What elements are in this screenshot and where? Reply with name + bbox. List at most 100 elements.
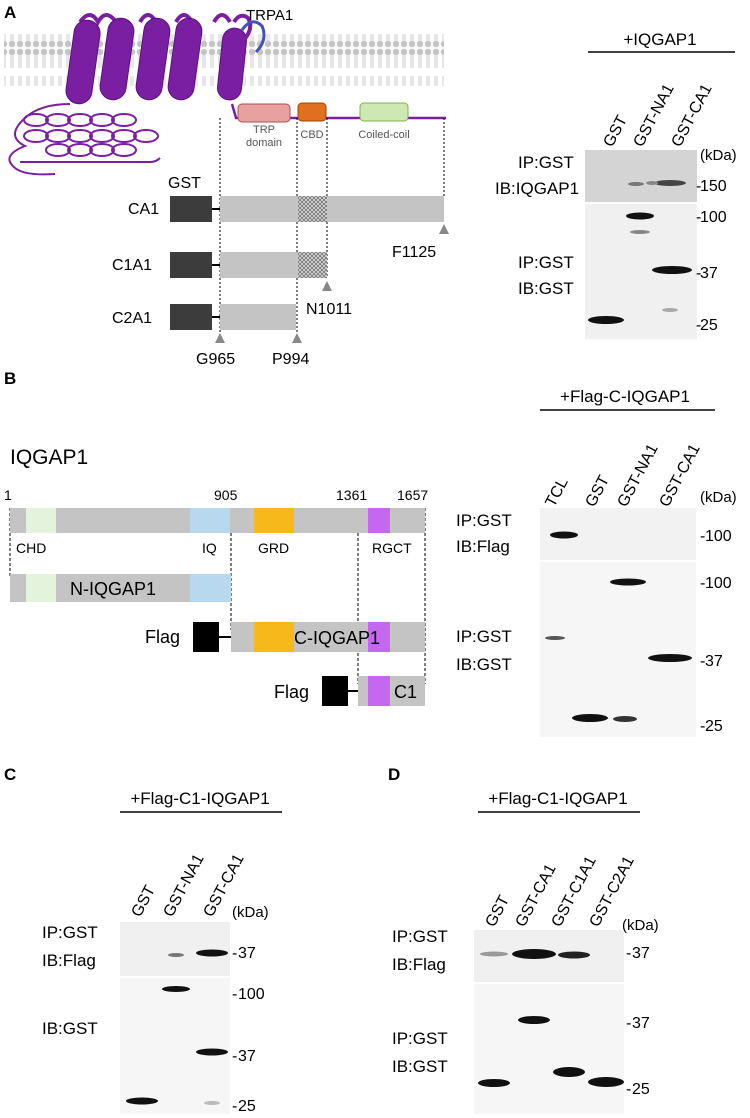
coiled-coil-box bbox=[359, 102, 409, 122]
flag-tag-c1 bbox=[322, 676, 348, 706]
ca1-tail-segment bbox=[327, 196, 444, 222]
blot-c-top-membrane bbox=[120, 922, 230, 976]
flag-tag-c bbox=[193, 622, 219, 652]
svg-text:-: - bbox=[232, 986, 237, 1003]
band bbox=[168, 953, 184, 957]
band bbox=[518, 1016, 550, 1024]
blot-b-ip2: IP:GST bbox=[456, 627, 512, 646]
blot-d-bottom-membrane bbox=[474, 984, 624, 1114]
ca1-trp-segment bbox=[220, 196, 298, 222]
panel-a-blot: +IQGAP1 GST GST-NA1 GST-CA1 (kDa) IP:GST… bbox=[495, 30, 737, 339]
ca1-cbd-segment bbox=[298, 196, 327, 222]
band bbox=[558, 951, 590, 959]
blot-b-mw-100a: 100 bbox=[705, 528, 732, 545]
blot-a-ib2: IB:GST bbox=[518, 279, 574, 298]
pos-905: 905 bbox=[214, 487, 238, 503]
band bbox=[654, 180, 686, 186]
blot-b-ib2: IB:GST bbox=[456, 655, 512, 674]
pos-1657: 1657 bbox=[397, 487, 428, 503]
svg-text:-: - bbox=[696, 317, 701, 334]
f1125-label: F1125 bbox=[392, 244, 436, 261]
blot-c-ib2: IB:GST bbox=[42, 1019, 98, 1038]
chd-domain bbox=[26, 508, 56, 533]
blot-d-mw-37a: 37 bbox=[632, 945, 650, 962]
band bbox=[613, 716, 637, 722]
c1a1-cbd-segment bbox=[298, 252, 327, 278]
blot-b-lane-2: GST bbox=[583, 473, 614, 510]
cbd-box bbox=[297, 102, 327, 122]
svg-text:-: - bbox=[232, 1098, 237, 1115]
blot-a-ip1: IP:GST bbox=[518, 153, 574, 172]
blot-a-top-membrane bbox=[585, 150, 697, 202]
blot-b-condition: +Flag-C-IQGAP1 bbox=[560, 387, 690, 406]
n-iqgap1-label: N-IQGAP1 bbox=[70, 579, 156, 599]
band bbox=[662, 308, 678, 312]
grd-domain bbox=[254, 508, 294, 533]
band bbox=[480, 951, 508, 957]
svg-text:-: - bbox=[232, 1048, 237, 1065]
blot-a-condition: +IQGAP1 bbox=[623, 30, 696, 49]
band bbox=[646, 181, 658, 185]
blot-c-bottom-membrane bbox=[120, 978, 230, 1114]
svg-text:-: - bbox=[700, 528, 705, 545]
blot-d-unit: (kDa) bbox=[622, 917, 659, 934]
blot-d-mw-37b: 37 bbox=[632, 1015, 650, 1032]
iqgap1-label: IQGAP1 bbox=[10, 446, 88, 469]
n1011-arrow bbox=[322, 281, 332, 291]
coiled-coil-label: Coiled-coil bbox=[358, 129, 409, 141]
gst-label: GST bbox=[168, 175, 201, 192]
panel-d-letter: D bbox=[388, 765, 400, 784]
trpa1-label: TRPA1 bbox=[246, 7, 293, 24]
pos-1: 1 bbox=[4, 487, 12, 503]
p994-arrow bbox=[292, 333, 302, 343]
blot-c-ib1: IB:Flag bbox=[42, 951, 96, 970]
rgct-label: RGCT bbox=[372, 540, 412, 556]
trpa1-transmembrane-helices bbox=[65, 13, 266, 105]
panel-c: C +Flag-C1-IQGAP1 GST GST-NA1 GST-CA1 (k… bbox=[4, 765, 282, 1115]
c2a1-segment bbox=[220, 304, 296, 330]
band bbox=[512, 949, 556, 959]
band bbox=[572, 714, 608, 722]
blot-c-mw-37a: 37 bbox=[238, 945, 256, 962]
blot-d-ib2: IB:GST bbox=[392, 1057, 448, 1076]
rgct-domain bbox=[368, 508, 390, 533]
blot-d-mw-25: 25 bbox=[632, 1081, 650, 1098]
band bbox=[610, 578, 646, 586]
blot-b-lane-3: GST-NA1 bbox=[615, 441, 662, 510]
blot-d-ib1: IB:Flag bbox=[392, 955, 446, 974]
band bbox=[588, 316, 624, 324]
iq-domain bbox=[190, 508, 230, 533]
blot-d-ip2: IP:GST bbox=[392, 1029, 448, 1048]
blot-c-mw-25: 25 bbox=[238, 1098, 256, 1115]
blot-b-bottom-membrane bbox=[540, 562, 696, 737]
blot-d-ip1: IP:GST bbox=[392, 927, 448, 946]
gst-tag-ca1 bbox=[170, 196, 212, 222]
blot-b-lane-4: GST-CA1 bbox=[657, 441, 704, 510]
ankyrin-repeats bbox=[8, 103, 161, 176]
blot-a-mw-37: 37 bbox=[700, 265, 718, 282]
c-iqgap1-label: C-IQGAP1 bbox=[294, 628, 380, 648]
band bbox=[478, 1079, 510, 1087]
c1a1-trp-segment bbox=[220, 252, 298, 278]
svg-text:-: - bbox=[232, 945, 237, 962]
n1011-label: N1011 bbox=[306, 301, 352, 318]
blot-b-mw-100b: 100 bbox=[705, 575, 732, 592]
cbd-label: CBD bbox=[300, 129, 323, 141]
band bbox=[588, 1077, 624, 1087]
gst-tag-c1a1 bbox=[170, 252, 212, 278]
band bbox=[545, 636, 565, 640]
g965-arrow bbox=[215, 333, 225, 343]
svg-text:-: - bbox=[626, 945, 631, 962]
blot-b-mw-25: 25 bbox=[705, 718, 723, 735]
g965-label: G965 bbox=[196, 351, 235, 368]
blot-b-unit: (kDa) bbox=[700, 489, 737, 506]
svg-text:-: - bbox=[626, 1015, 631, 1032]
blot-a-ip2: IP:GST bbox=[518, 253, 574, 272]
blot-a-ib1: IB:IQGAP1 bbox=[495, 179, 579, 198]
svg-text:-: - bbox=[700, 575, 705, 592]
trp-domain-box bbox=[237, 103, 291, 123]
panel-a-letter: A bbox=[4, 3, 16, 22]
panel-b-blot: +Flag-C-IQGAP1 TCL GST GST-NA1 GST-CA1 (… bbox=[456, 387, 737, 737]
svg-text:-: - bbox=[696, 265, 701, 282]
